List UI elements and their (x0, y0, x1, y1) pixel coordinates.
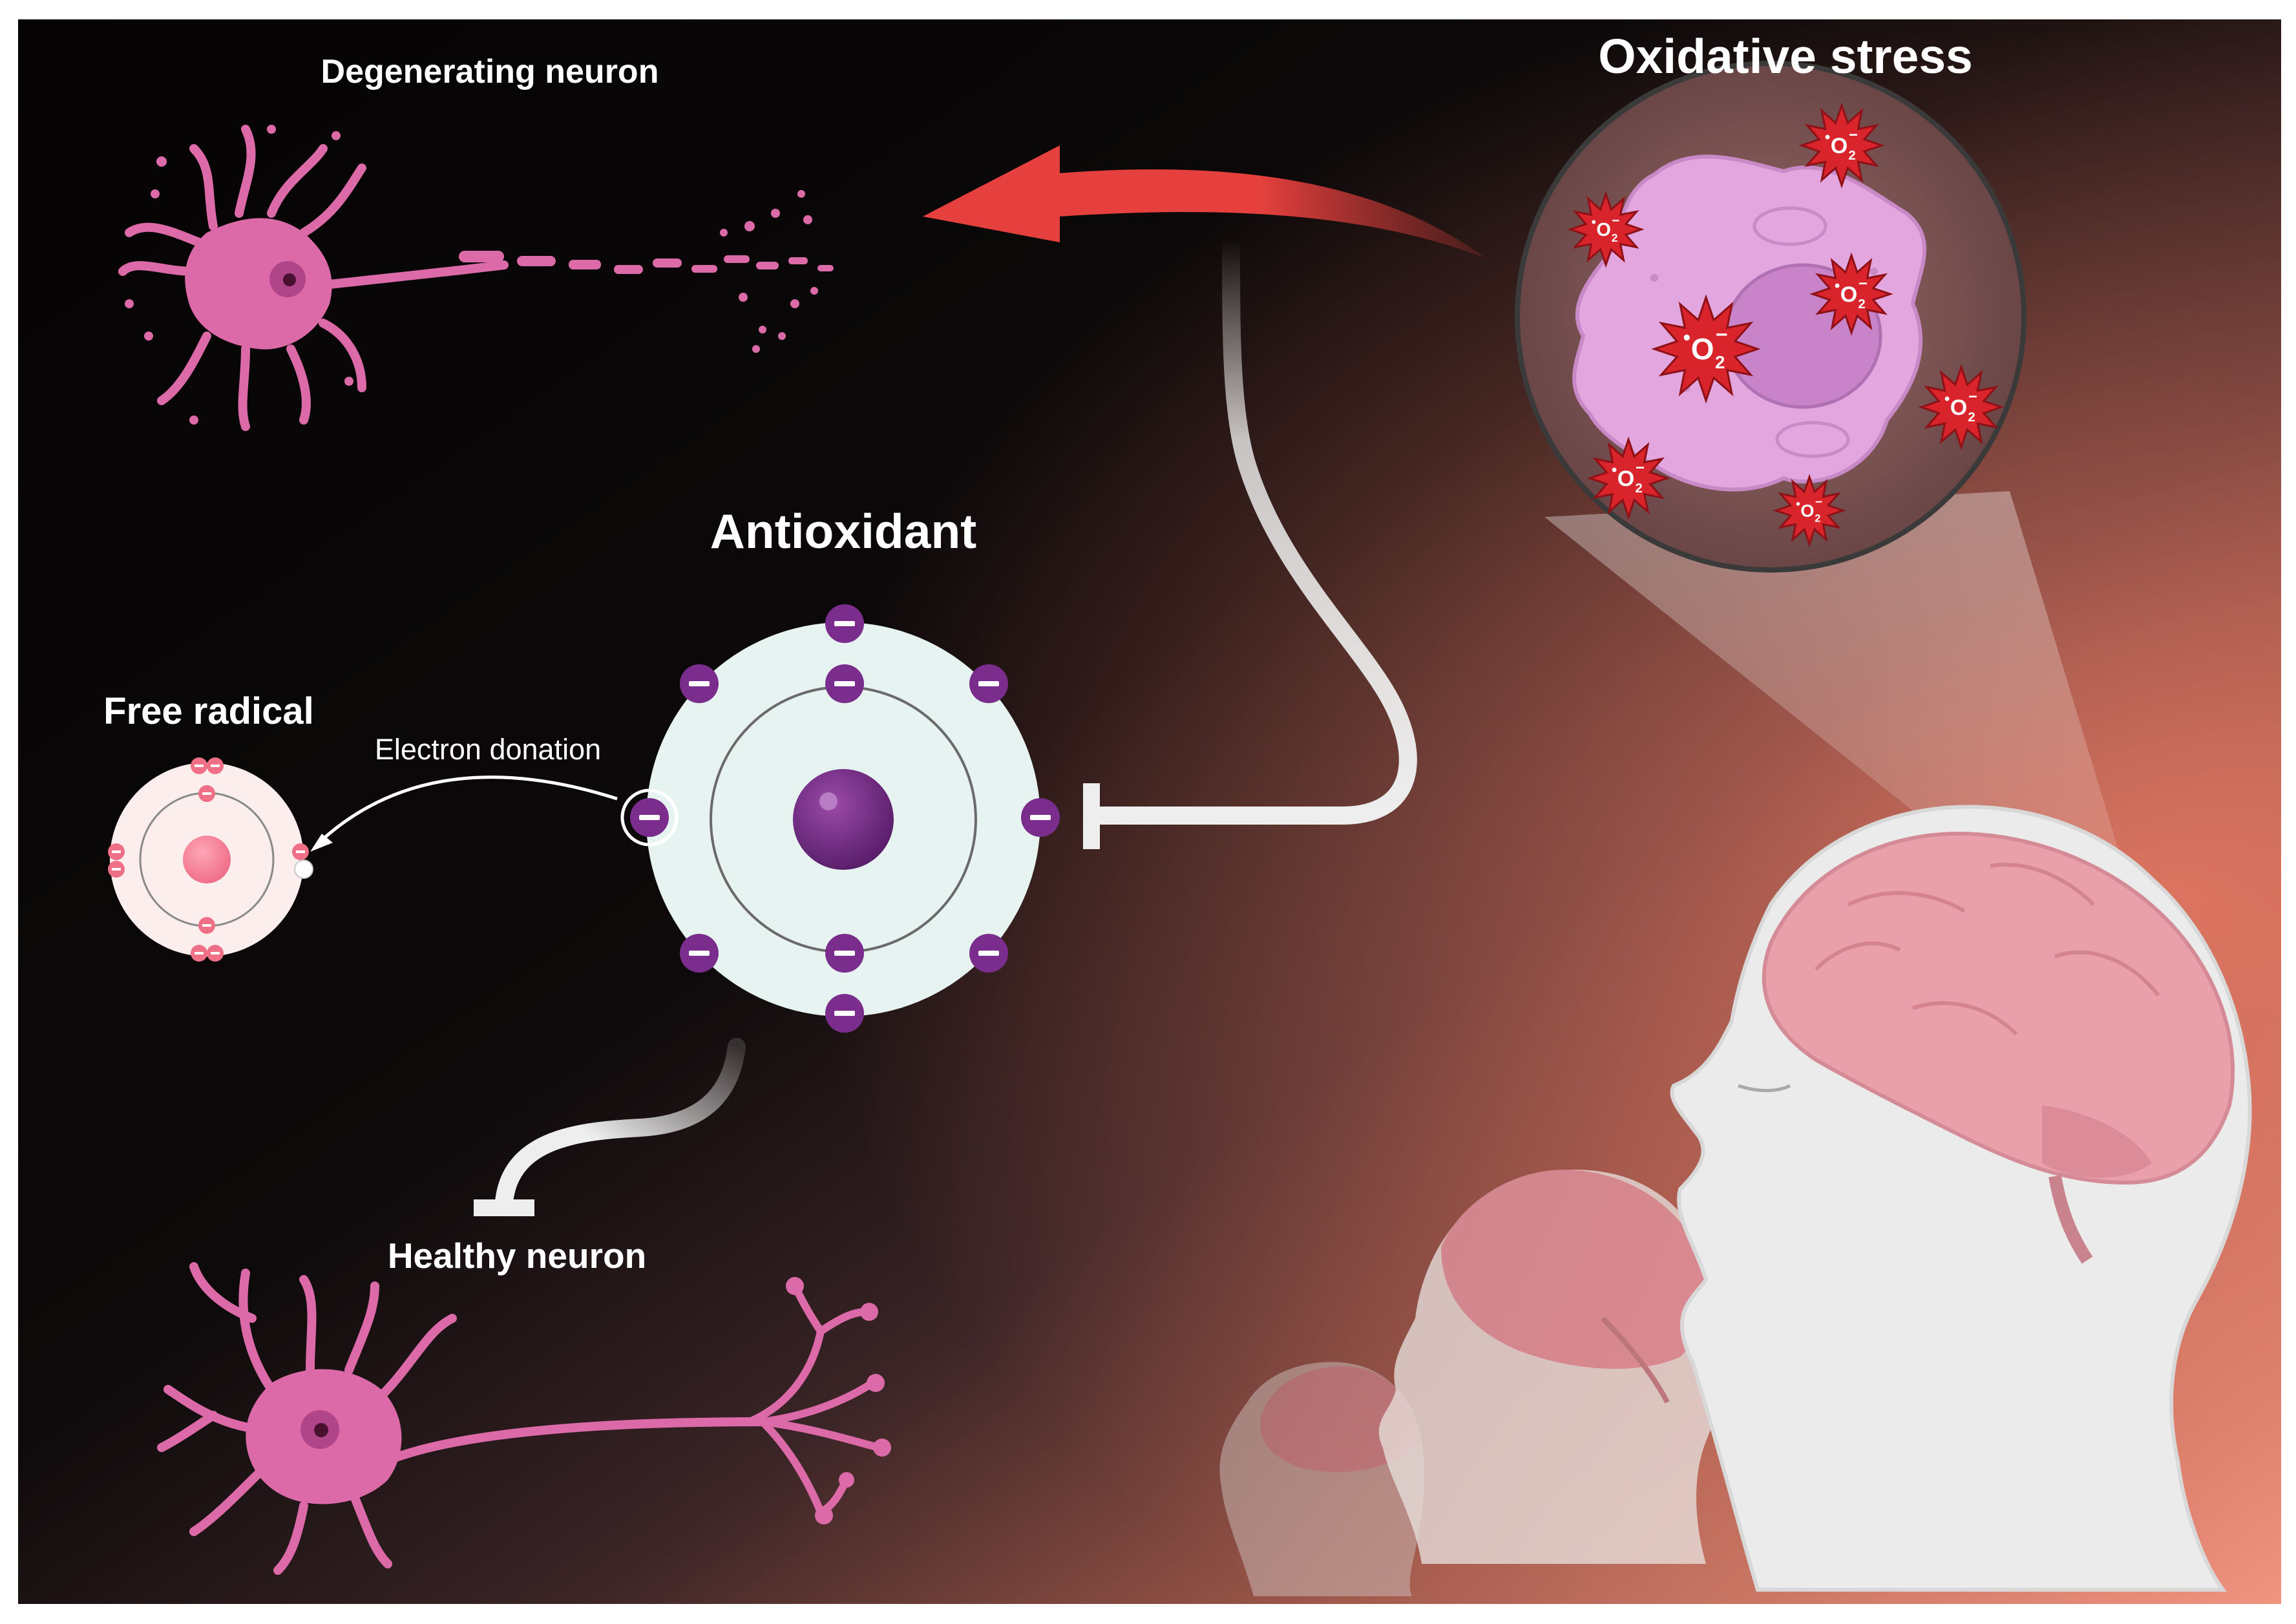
svg-text:O: O (1840, 282, 1857, 307)
svg-text:•: • (1592, 216, 1596, 230)
free-radical-electron (198, 785, 215, 802)
svg-text:2: 2 (1968, 410, 1975, 425)
inhibition-line-antioxidant (1083, 230, 1417, 849)
free-radical-electron (191, 945, 207, 962)
free-radical-electron (108, 861, 125, 878)
free-radical-electron (191, 757, 207, 774)
svg-text:2: 2 (1635, 481, 1642, 496)
antioxidant-electron (825, 994, 864, 1033)
aging-heads (1219, 805, 2252, 1596)
antioxidant-electron (680, 664, 719, 703)
svg-text:O: O (1800, 501, 1814, 521)
svg-text:O: O (1950, 395, 1967, 420)
svg-text:−: − (1612, 214, 1619, 228)
antioxidant-electron (680, 934, 719, 973)
red-arrow (923, 145, 1486, 258)
svg-text:−: − (1968, 388, 1977, 406)
elder-head (1670, 805, 2252, 1592)
svg-text:−: − (1716, 323, 1728, 346)
antioxidant-nucleus (793, 769, 894, 870)
svg-text:2: 2 (1858, 297, 1865, 311)
svg-text:•: • (1683, 326, 1690, 349)
svg-text:O: O (1691, 332, 1714, 366)
svg-text:•: • (1944, 390, 1950, 408)
free-radical-electron (198, 917, 215, 934)
antioxidant-electron (969, 664, 1008, 703)
svg-text:−: − (1636, 459, 1645, 477)
svg-text:O: O (1831, 134, 1848, 158)
antioxidant-electron (1021, 798, 1060, 837)
free-radical-electron (207, 757, 224, 774)
svg-text:2: 2 (1815, 513, 1820, 525)
free-radical-electron (292, 843, 309, 860)
antioxidant-electron (969, 934, 1008, 973)
svg-text:−: − (1859, 275, 1868, 293)
svg-text:2: 2 (1612, 231, 1618, 244)
svg-text:−: − (1815, 496, 1822, 509)
label-antioxidant: Antioxidant (710, 504, 976, 558)
free-radical-atom (108, 757, 313, 962)
label-healthy-neuron: Healthy neuron (388, 1236, 646, 1276)
free-radical-electron (207, 945, 224, 962)
svg-text:•: • (1825, 129, 1830, 146)
label-oxidative-stress: Oxidative stress (1598, 29, 1973, 83)
degenerating-neuron (118, 125, 834, 431)
free-radical-electron (108, 843, 125, 860)
child-head (1219, 1362, 1425, 1596)
svg-text:O: O (1617, 467, 1634, 491)
elder-brain (1762, 831, 2235, 1185)
antioxidant-electron (630, 798, 669, 837)
antioxidant-electron (825, 664, 864, 703)
label-free-radical: Free radical (103, 690, 314, 732)
electron-donation-arrow (310, 775, 618, 852)
antioxidant-electron (825, 934, 864, 973)
antioxidant-atom (620, 604, 1060, 1033)
inhibition-line-neuron (474, 1038, 746, 1216)
svg-text:•: • (1612, 461, 1617, 479)
svg-text:2: 2 (1715, 352, 1725, 372)
label-electron-donation: Electron donation (375, 733, 601, 766)
svg-text:•: • (1796, 498, 1800, 511)
svg-text:2: 2 (1848, 149, 1855, 163)
healthy-neuron (157, 1262, 891, 1575)
adult-head (1378, 1170, 1726, 1564)
free-radical-nucleus (183, 836, 231, 883)
svg-text:•: • (1835, 277, 1840, 295)
antioxidant-electron (825, 604, 864, 643)
label-degenerating-neuron: Degenerating neuron (321, 53, 659, 90)
svg-text:−: − (1849, 127, 1858, 144)
svg-text:O: O (1596, 220, 1610, 240)
